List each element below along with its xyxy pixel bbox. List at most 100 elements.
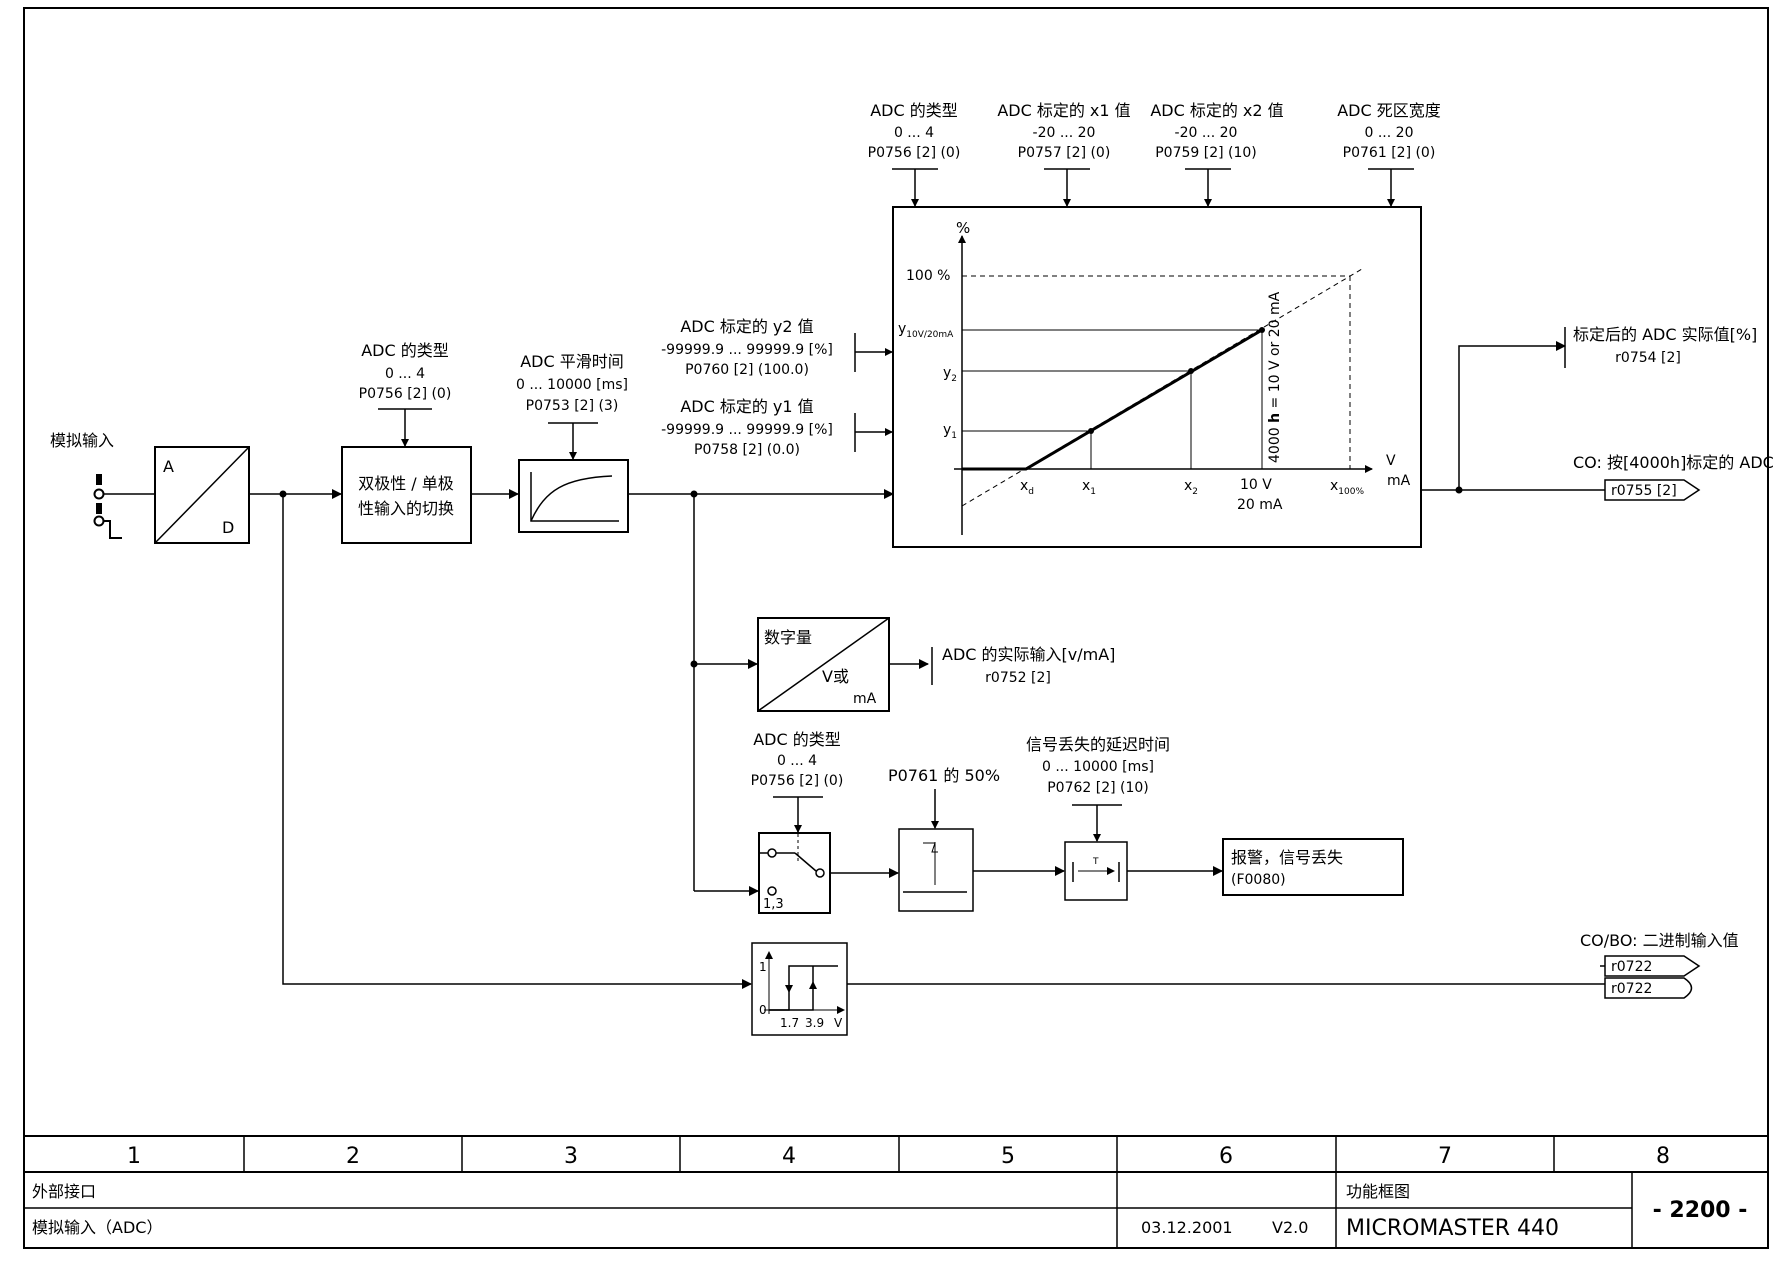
- scaling-param-x2: ADC 标定的 x2 值 -20 ... 20 P0759 [2] (10): [1150, 101, 1284, 207]
- bipolar-unipolar-switch-block: 双极性 / 单极 性输入的切换: [341, 446, 472, 544]
- param-number: P0756 [2] (0): [751, 773, 844, 789]
- loss-detection-switch: 1,3: [758, 832, 831, 914]
- output-param: r0755 [2]: [1611, 483, 1677, 499]
- alarm-line2: (F0080): [1231, 872, 1286, 888]
- signal-wire: [282, 494, 752, 989]
- scaling-param-x1: ADC 标定的 x1 值 -20 ... 20 P0757 [2] (0): [997, 101, 1131, 207]
- param-name: 信号丢失的延迟时间: [1026, 735, 1170, 754]
- scaling-characteristic: [962, 328, 1263, 471]
- param-range: 0 ... 20: [1365, 125, 1414, 141]
- param-number: P0757 [2] (0): [1018, 145, 1111, 161]
- footer-date: 03.12.2001: [1141, 1218, 1233, 1237]
- xd-label: xd: [1020, 478, 1034, 497]
- param-name: ADC 标定的 y1 值: [680, 397, 813, 416]
- output-name: CO: 按[4000h]标定的 ADC: [1573, 453, 1774, 472]
- y2-label: y2: [943, 365, 957, 384]
- scaling-param-y1: ADC 标定的 y1 值 -99999.9 ... 99999.9 [%] P0…: [661, 397, 893, 458]
- param-range: 0 ... 10000 [ms]: [1042, 759, 1154, 775]
- param-name: ADC 标定的 x1 值: [997, 101, 1130, 120]
- title-block: 1 2 3 4 5 6 7 8 外部接口 功能框图 模拟输入（ADC） 03.1…: [24, 1135, 1768, 1248]
- hyst-v1: 1.7: [780, 1016, 799, 1030]
- output-param: r0752 [2]: [985, 670, 1051, 686]
- x-unit-ma: mA: [1387, 473, 1411, 489]
- column-5: 5: [1001, 1144, 1015, 1169]
- param-range: -99999.9 ... 99999.9 [%]: [661, 422, 833, 438]
- x100-label: x100%: [1330, 478, 1364, 497]
- column-7: 7: [1438, 1144, 1452, 1169]
- delay-params: 信号丢失的延迟时间 0 ... 10000 [ms] P0762 [2] (10…: [1026, 735, 1170, 842]
- hyst-v-unit: V: [834, 1016, 843, 1030]
- footer-title: 模拟输入（ADC）: [32, 1218, 162, 1237]
- param-name: ADC 的类型: [753, 730, 841, 749]
- param-number: P0760 [2] (100.0): [685, 362, 809, 378]
- loss-switch-params: ADC 的类型 0 ... 4 P0756 [2] (0): [751, 730, 844, 833]
- output-name: CO/BO: 二进制输入值: [1580, 931, 1739, 950]
- param-number: P0759 [2] (10): [1155, 145, 1257, 161]
- param-number: P0762 [2] (10): [1047, 780, 1149, 796]
- smoothing-filter-block: [518, 459, 629, 533]
- output-param: r0754 [2]: [1615, 350, 1681, 366]
- param-range: 0 ... 4: [894, 125, 934, 141]
- adc-scaling-graph: % 100 % y10V/20mA y2 y1 V mA xd x1 x2 10…: [892, 206, 1422, 548]
- digital-value-converter: 数字量 V或 mA: [757, 617, 890, 712]
- footer-version: V2.0: [1272, 1218, 1308, 1237]
- y-unit: %: [956, 219, 970, 237]
- scaling-param-y2: ADC 标定的 y2 值 -99999.9 ... 99999.9 [%] P0…: [661, 317, 893, 378]
- binary-input-output: CO/BO: 二进制输入值 r0722 r0722: [1580, 931, 1739, 999]
- param-name: ADC 的类型: [361, 341, 449, 360]
- column-6: 6: [1219, 1144, 1233, 1169]
- y1-label: y1: [943, 422, 957, 441]
- mode-switch-params: ADC 的类型 0 ... 4 P0756 [2] (0): [359, 341, 452, 447]
- delay-t-label: T: [1092, 857, 1099, 867]
- param-name: ADC 死区宽度: [1337, 101, 1441, 120]
- column-4: 4: [782, 1144, 796, 1169]
- y-top-label: y10V/20mA: [898, 321, 954, 340]
- rotated-annotation: 4000 h = 10 V or 20 mA: [1267, 291, 1283, 463]
- threshold-comparator: [898, 828, 974, 912]
- scaled-output: 标定后的 ADC 实际值[%] r0754 [2]: [1564, 325, 1757, 368]
- x20ma-label: 20 mA: [1237, 497, 1283, 513]
- threshold-param: P0761 的 50%: [888, 766, 1000, 829]
- hyst-zero: 0: [759, 1003, 767, 1017]
- switch-line2: 性输入的切换: [358, 499, 454, 518]
- param-number: P0756 [2] (0): [359, 386, 452, 402]
- output-name: ADC 的实际输入[v/mA]: [942, 645, 1115, 664]
- param-range: -20 ... 20: [1175, 125, 1238, 141]
- hysteresis-comparator: 1 0 1.7 3.9 V: [751, 942, 848, 1036]
- param-number: P0758 [2] (0.0): [694, 442, 800, 458]
- output-param-1: r0722: [1611, 959, 1652, 975]
- ad-a-label: A: [163, 457, 174, 476]
- digital-v-label: V或: [822, 667, 849, 686]
- param-range: 0 ... 4: [777, 753, 817, 769]
- alarm-line1: 报警，信号丢失: [1231, 848, 1343, 867]
- smoothing-params: ADC 平滑时间 0 ... 10000 [ms] P0753 [2] (3): [516, 352, 628, 460]
- column-3: 3: [564, 1144, 578, 1169]
- x10v-label: 10 V: [1240, 477, 1272, 493]
- param-range: 0 ... 4: [385, 366, 425, 382]
- signal-wire: [1458, 341, 1566, 490]
- param-number: P0753 [2] (3): [526, 398, 619, 414]
- param-name: ADC 标定的 x2 值: [1150, 101, 1283, 120]
- param-name: ADC 标定的 y2 值: [680, 317, 813, 336]
- analog-input-terminal: 模拟输入: [50, 431, 155, 539]
- column-1: 1: [127, 1144, 141, 1169]
- scaling-param-adc-type: ADC 的类型 0 ... 4 P0756 [2] (0): [868, 101, 961, 207]
- footer-func-diagram: 功能框图: [1346, 1182, 1410, 1201]
- analog-input-label: 模拟输入: [50, 431, 114, 450]
- switch-position-label: 1,3: [763, 897, 784, 912]
- param-number: P0756 [2] (0): [868, 145, 961, 161]
- x1-label: x1: [1082, 478, 1096, 497]
- column-8: 8: [1656, 1144, 1670, 1169]
- footer-section: 外部接口: [32, 1182, 96, 1201]
- alarm-signal-loss-block: 报警，信号丢失 (F0080): [1222, 838, 1404, 896]
- digital-ma-label: mA: [853, 691, 877, 707]
- output-param-2: r0722: [1611, 981, 1652, 997]
- digital-top-label: 数字量: [764, 628, 812, 647]
- scaling-param-deadband: ADC 死区宽度 0 ... 20 P0761 [2] (0): [1337, 101, 1441, 207]
- switch-line1: 双极性 / 单极: [358, 474, 454, 493]
- param-range: -20 ... 20: [1033, 125, 1096, 141]
- param-range: 0 ... 10000 [ms]: [516, 377, 628, 393]
- ad-converter-block: A D: [154, 446, 250, 544]
- x-unit-v: V: [1386, 453, 1396, 469]
